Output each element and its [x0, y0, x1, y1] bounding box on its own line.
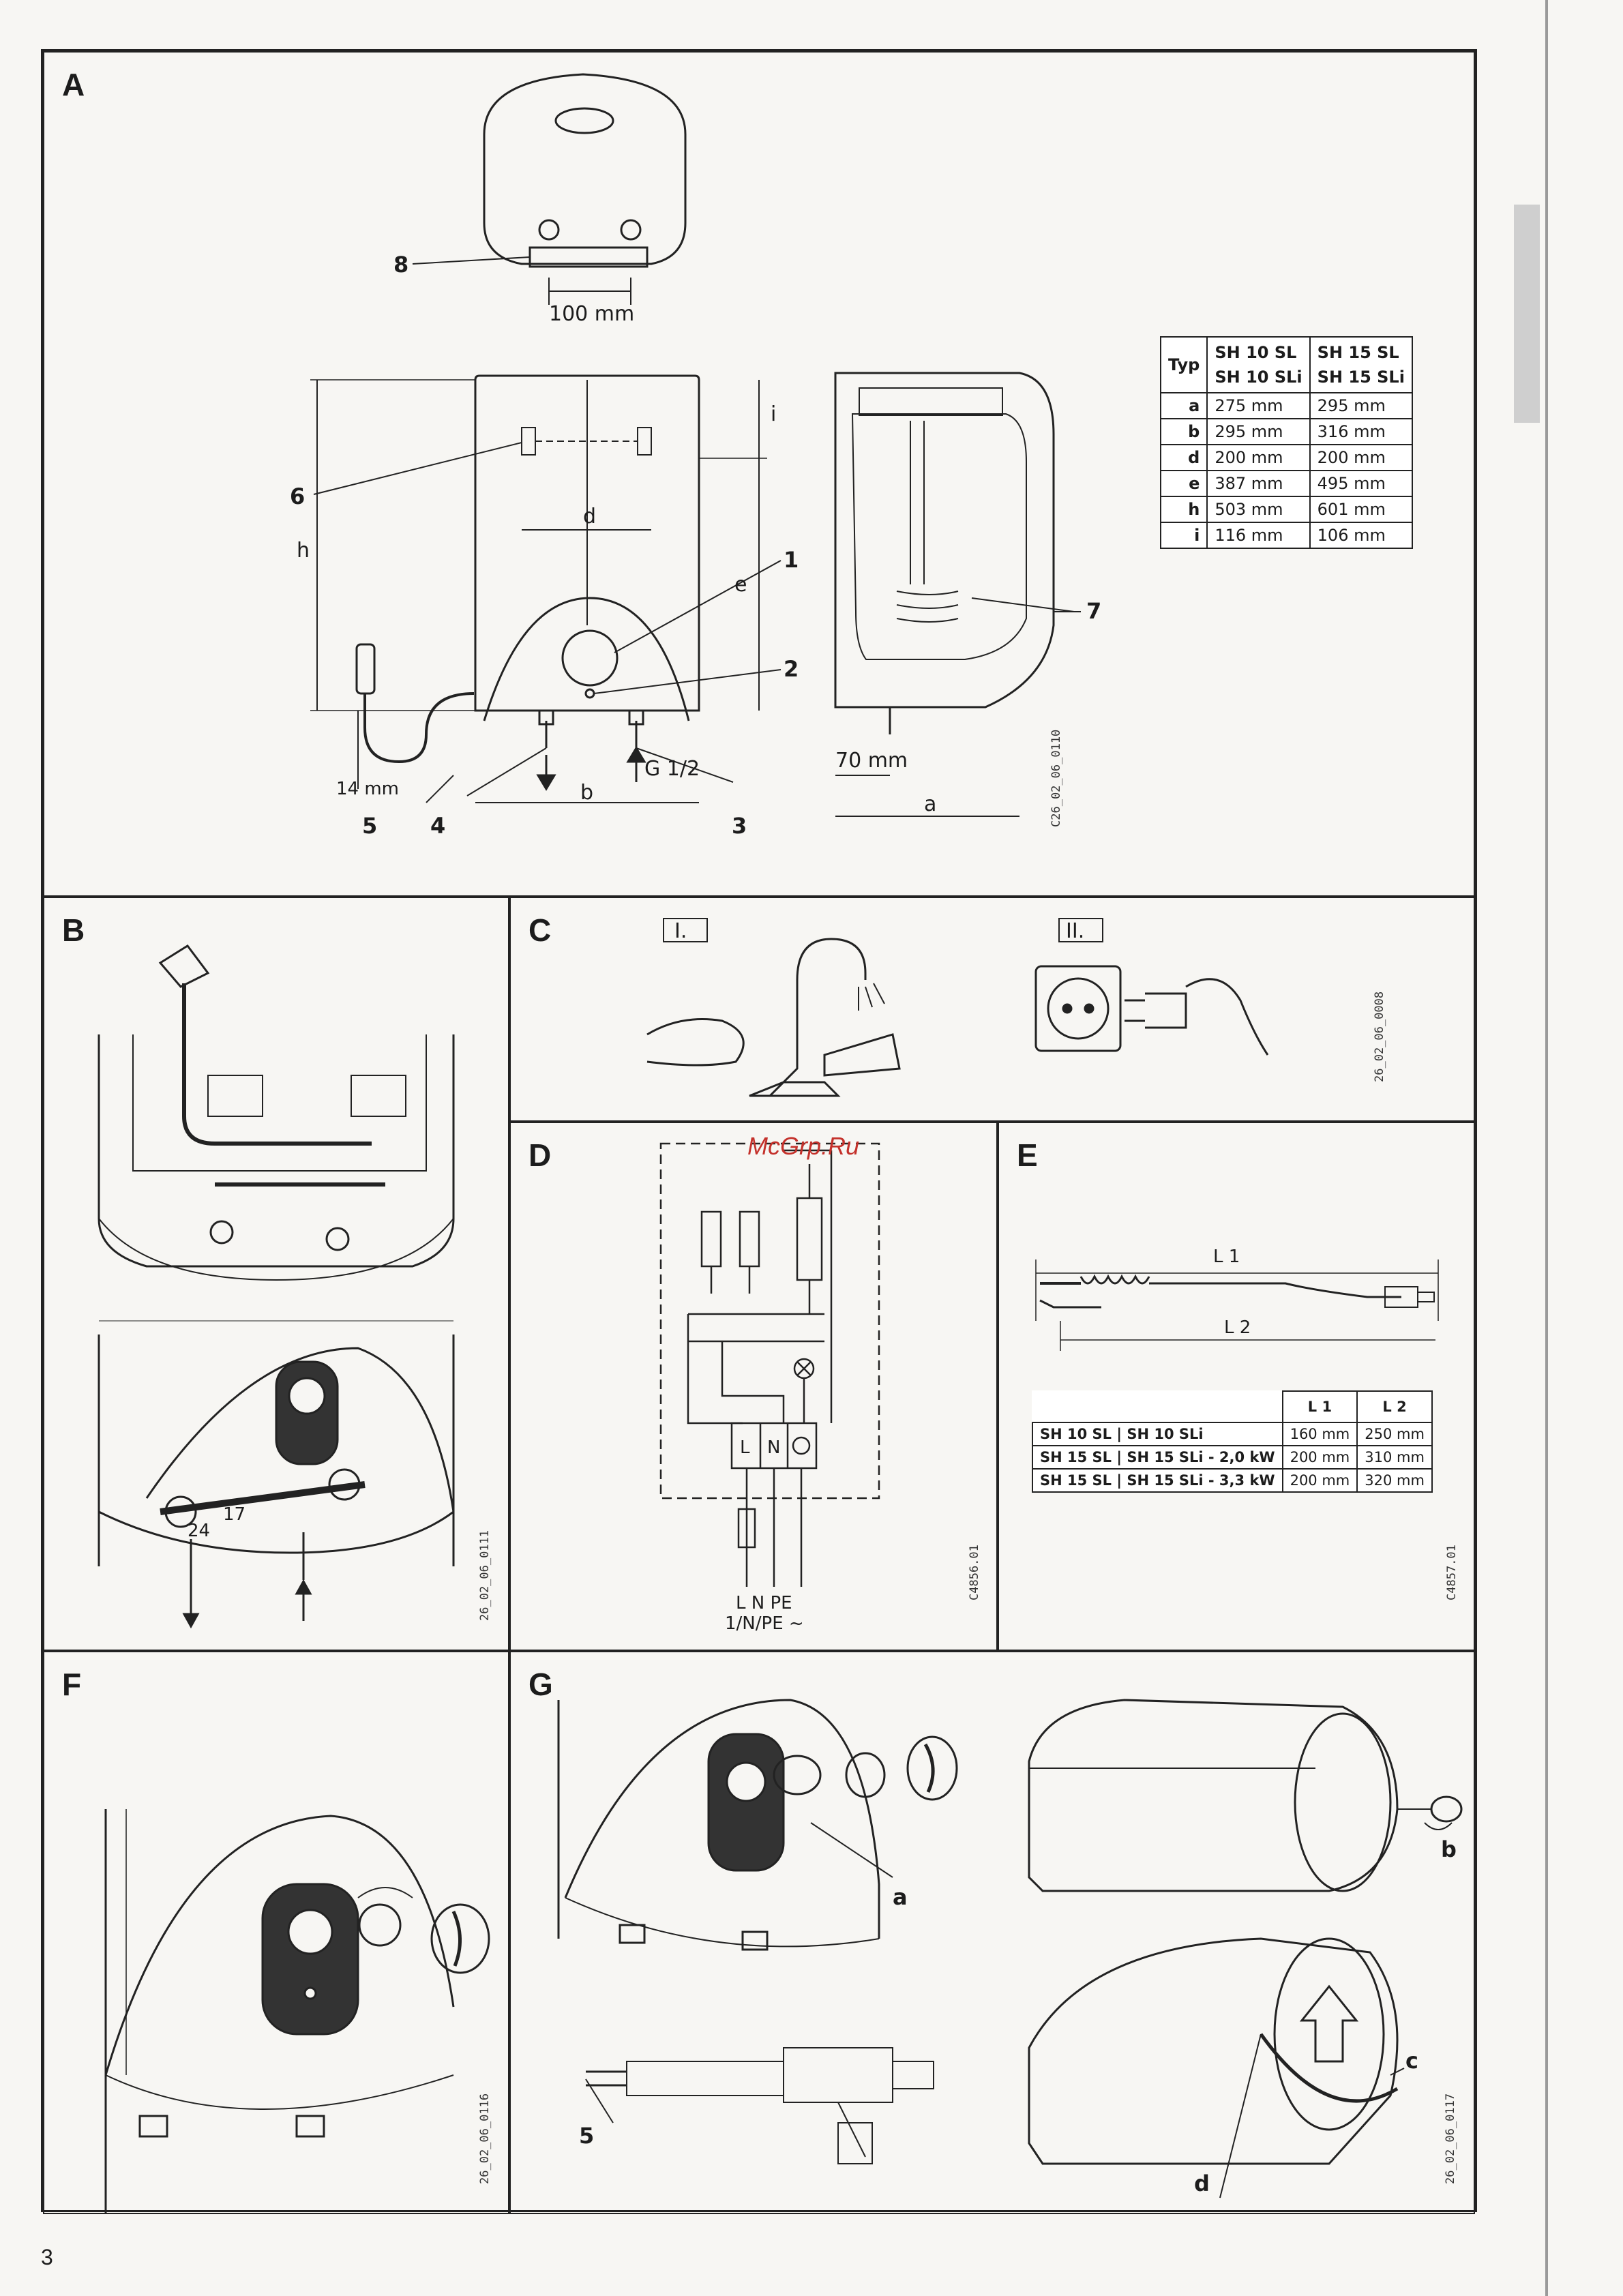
cable-length-drawing: L 1 L 2 — [1035, 1247, 1439, 1351]
callout-4: 4 — [430, 813, 445, 839]
step-ii-label: II. — [1066, 919, 1084, 943]
header-typ: Typ — [1159, 336, 1208, 393]
safety-steps-drawing: I. II. — [646, 918, 1269, 1097]
panel-letter-g: G — [528, 1667, 553, 1702]
drawing-code-g: 26_02_06_0117 — [1444, 2093, 1457, 2184]
length-l2-label: L 2 — [1224, 1317, 1251, 1338]
figure-grid: A — [41, 49, 1477, 2214]
table-header-row: L 1 L 2 — [1032, 1390, 1433, 1423]
pipe-connection-drawing: 24 17 — [98, 944, 455, 1629]
panel-g: G — [509, 1651, 1475, 2214]
supply-type: 1/N/PE ~ — [725, 1613, 804, 1634]
dim-h: h — [297, 539, 310, 563]
drawing-code-f: 26_02_06_0116 — [478, 2093, 492, 2184]
dim-14mm: 14 mm — [336, 779, 399, 799]
dim-d: d — [583, 505, 596, 528]
side-tab-mark — [1514, 205, 1540, 423]
panel-f: F 26_02_06_0116 — [43, 1651, 509, 2214]
control-disassembly-drawing: a b c d 5 — [557, 1699, 1463, 2198]
drawing-code-c: 26_02_06_0008 — [1373, 991, 1386, 1082]
panel-letter-f: F — [62, 1667, 82, 1702]
panel-letter-e: E — [1017, 1137, 1038, 1173]
wiring-diagram: L N L N PE 1/N/PE ~ — [659, 1142, 880, 1634]
drawing-code-e: C4857.01 — [1445, 1545, 1459, 1600]
callout-a: a — [893, 1884, 908, 1910]
dim-a: a — [924, 792, 936, 816]
panel-c: C I. II. 26_02_06_0008 — [509, 897, 1475, 1122]
panel-d: D — [509, 1122, 998, 1651]
callout-7: 7 — [1086, 598, 1101, 624]
panel-b: B — [43, 897, 509, 1651]
callout-b: b — [1441, 1836, 1457, 1862]
panel-e: E L 1 L 2 L 1 L 2 — [998, 1122, 1475, 1651]
water-heater-dimension-drawing: 8 100 mm 6 h i e d 1 2 G 1/2 b 14 mm 5 4… — [290, 73, 1101, 839]
callout-1: 1 — [784, 547, 799, 573]
panel-letter-c: C — [528, 912, 552, 948]
page-number: 3 — [41, 2245, 53, 2269]
callout-8: 8 — [393, 252, 408, 278]
terminal-l: L — [740, 1437, 750, 1458]
length-l1-label: L 1 — [1213, 1247, 1240, 1267]
callout-d: d — [1194, 2171, 1210, 2196]
terminal-n: N — [767, 1437, 780, 1458]
wrench-size-17: 17 — [223, 1504, 245, 1525]
dim-70mm: 70 mm — [835, 749, 908, 773]
panel-letter-d: D — [528, 1137, 552, 1173]
drawing-code-a: C26_02_06_0110 — [1049, 729, 1063, 827]
dim-e: e — [734, 573, 747, 597]
watermark-mcgrp: McGrp.Ru — [747, 1132, 860, 1160]
dim-i: i — [771, 402, 776, 426]
callout-5: 5 — [362, 813, 377, 839]
callout-2: 2 — [784, 656, 799, 682]
callout-6: 6 — [290, 483, 305, 509]
temperature-knob-drawing — [104, 1809, 490, 2213]
dim-100mm: 100 mm — [549, 302, 634, 326]
panel-letter-a: A — [62, 67, 85, 102]
dim-b: b — [580, 781, 593, 805]
panel-letter-b: B — [62, 912, 85, 948]
drawing-code-b: 26_02_06_0111 — [478, 1530, 492, 1621]
panel-a: A — [43, 51, 1475, 897]
step-i-label: I. — [674, 919, 687, 943]
dim-g12: G 1/2 — [644, 757, 700, 781]
supply-terminals: L N PE — [736, 1593, 792, 1613]
page-edge — [1545, 0, 1548, 2296]
wrench-size-24: 24 — [188, 1521, 210, 1541]
callout-c: c — [1405, 2048, 1418, 2074]
callout-5-g: 5 — [579, 2123, 594, 2149]
drawing-code-d: C4856.01 — [968, 1545, 981, 1600]
callout-3: 3 — [732, 813, 747, 839]
